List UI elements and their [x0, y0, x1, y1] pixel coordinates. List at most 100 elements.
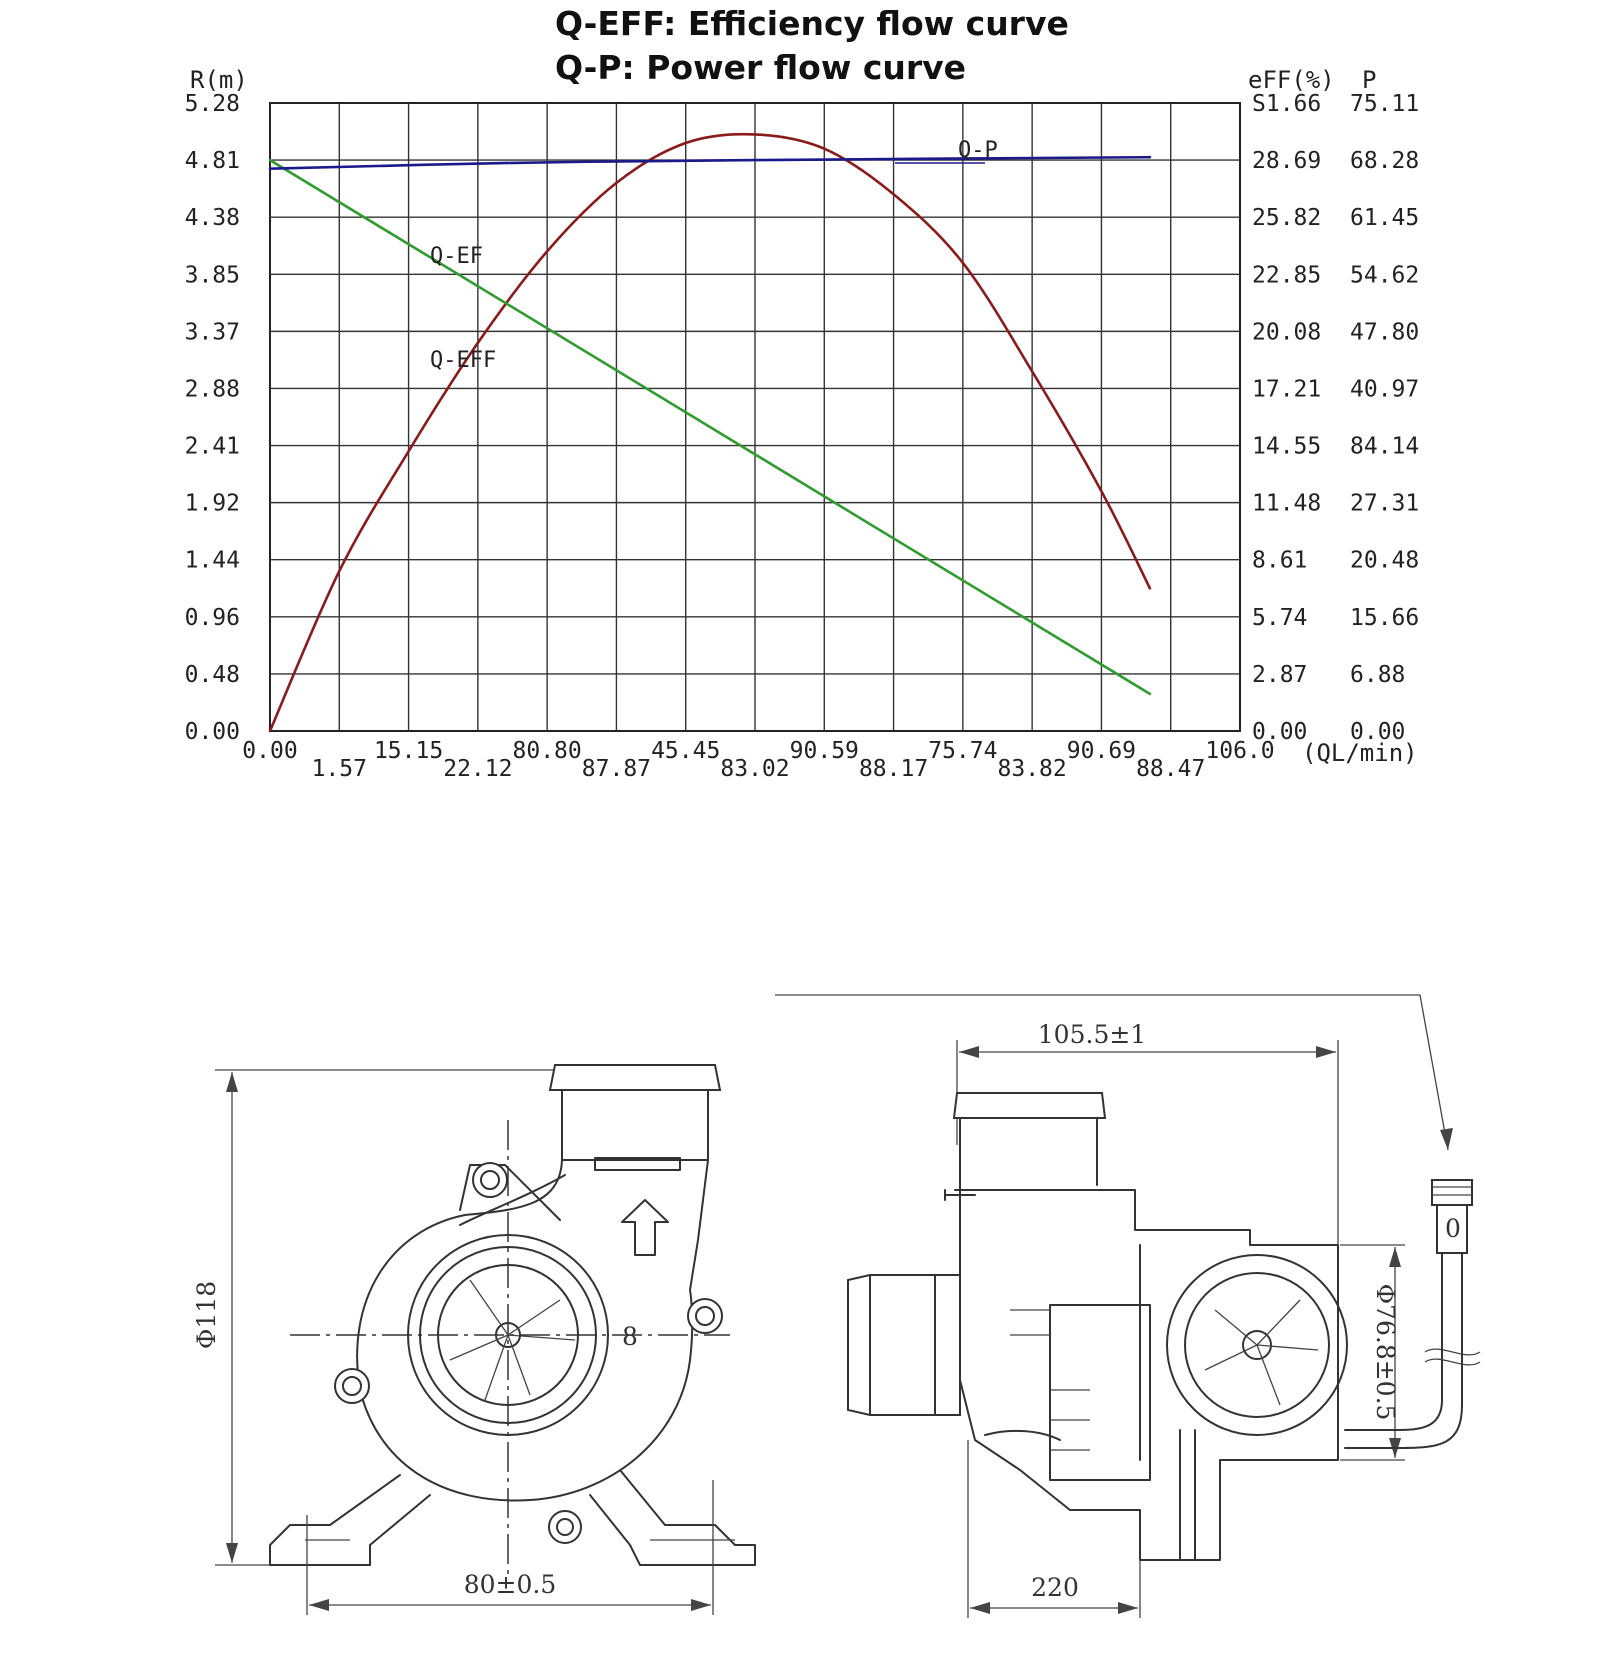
side-bottom-dim-text: 220 [1031, 1573, 1079, 1602]
right-foot [589, 1469, 756, 1566]
x-tick-label: 0.00 [242, 738, 297, 764]
volute-rib [459, 1174, 566, 1226]
pump-front-view: Φ118 8 [192, 1064, 756, 1615]
left-tick-label: 4.38 [185, 205, 240, 231]
right-tick-label-eff: 14.55 [1252, 434, 1321, 460]
side-outlet-neck [959, 1117, 1098, 1191]
connector-threads [1432, 1186, 1472, 1196]
flow-mark-text: 8 [622, 1322, 638, 1351]
screw-head [695, 1306, 715, 1326]
screw-icon [334, 1368, 370, 1404]
right-tick-label-p: 75.11 [1350, 91, 1419, 117]
screw-head [342, 1376, 362, 1396]
left-tick-label: 4.81 [185, 148, 240, 174]
left-tick-label: 3.37 [185, 319, 240, 345]
right-axis-label-eff: eFF(%) [1248, 66, 1335, 94]
series-line-q-h [268, 158, 1152, 696]
right-tick-label-eff: S1.66 [1252, 91, 1321, 117]
side-outlet-cap [952, 1092, 1107, 1119]
screw-icon [472, 1162, 508, 1198]
curve-label-q-p: Q-P [958, 138, 998, 163]
left-tick-label: 0.48 [185, 662, 240, 688]
screw-head [480, 1170, 500, 1190]
x-tick-label: 15.15 [374, 738, 443, 764]
x-tick-label: 83.82 [998, 756, 1067, 782]
x-tick-label: 90.69 [1067, 738, 1136, 764]
right-tick-label-p: 61.45 [1350, 205, 1419, 231]
impeller-blades [449, 1279, 576, 1401]
right-tick-label-eff: 0.00 [1252, 719, 1307, 745]
right-tick-label-p: 0.00 [1350, 719, 1405, 745]
side-face-ring-inner [1184, 1272, 1330, 1418]
side-lower-rib [984, 1429, 1061, 1441]
arrow-head [970, 1602, 990, 1614]
side-face-ring-outer [1166, 1254, 1348, 1436]
x-tick-label: 88.17 [859, 756, 928, 782]
left-tick-label: 0.96 [185, 605, 240, 631]
arrow-head [1118, 1602, 1138, 1614]
cable-break-marks [1424, 1348, 1481, 1366]
screw-head [556, 1518, 574, 1536]
right-tick-label-p: 54.62 [1350, 262, 1419, 288]
flow-direction-arrow-icon [621, 1199, 669, 1256]
right-tick-label-eff: 25.82 [1252, 205, 1321, 231]
right-tick-label-eff: 17.21 [1252, 376, 1321, 402]
arrow-head [1440, 1128, 1453, 1150]
left-tick-label: 3.85 [185, 262, 240, 288]
side-body-outline [954, 1189, 1339, 1561]
screw-icon [687, 1298, 723, 1334]
x-tick-label: 88.47 [1136, 756, 1205, 782]
arrow-head [309, 1599, 329, 1611]
right-tick-label-eff: 20.08 [1252, 319, 1321, 345]
connector-top [1431, 1179, 1473, 1206]
series-line-q-eff [268, 132, 1152, 733]
right-axis-label-p: P [1362, 66, 1376, 94]
x-axis-unit: (QL/min) [1302, 739, 1418, 767]
x-tick-label: 106.0 [1205, 738, 1274, 764]
x-tick-label: 45.45 [651, 738, 720, 764]
arrow-head [959, 1046, 979, 1058]
connector-sleeve [1441, 1252, 1463, 1301]
arrow-head [1389, 1247, 1401, 1267]
arrow-head [226, 1543, 238, 1563]
connector-mark-text: 0 [1445, 1214, 1461, 1243]
power-cable [1344, 1299, 1463, 1449]
curve-label-q-ef: Q-EF [430, 244, 483, 269]
x-tick-label: 1.57 [312, 756, 367, 782]
front-height-dim-text: Φ118 [192, 1281, 221, 1349]
x-tick-label: 80.80 [513, 738, 582, 764]
right-tick-label-p: 27.31 [1350, 491, 1419, 517]
chart-title-line-1: Q-EFF: Efficiency flow curve [555, 4, 1069, 43]
side-top-dim-text: 105.5±1 [1038, 1020, 1146, 1049]
right-tick-label-p: 40.97 [1350, 376, 1419, 402]
left-axis-ticks: 0.000.480.961.441.922.412.883.373.854.38… [185, 91, 240, 745]
left-tick-label: 5.28 [185, 91, 240, 117]
arrow-head [226, 1072, 238, 1092]
outlet-body [561, 1159, 709, 1291]
right-tick-label-eff: 2.87 [1252, 662, 1307, 688]
side-motor-block [1049, 1304, 1151, 1481]
outlet-cap [548, 1064, 722, 1091]
right-tick-label-eff: 22.85 [1252, 262, 1321, 288]
x-tick-label: 87.87 [582, 756, 651, 782]
series-line-q-p [268, 155, 1152, 170]
screw-icon [548, 1510, 582, 1544]
left-tick-label: 2.41 [185, 434, 240, 460]
chart-series [268, 132, 1152, 733]
right-tick-label-eff: 11.48 [1252, 491, 1321, 517]
right-tick-label-p: 68.28 [1350, 148, 1419, 174]
left-axis-label: R(m) [190, 66, 248, 94]
side-dia-dim-text: Φ76.8±0.5 [1371, 1284, 1400, 1421]
x-tick-label: 22.12 [443, 756, 512, 782]
connector-leader-line [775, 994, 1449, 1151]
side-inlet-pipe [847, 1274, 961, 1416]
right-tick-label-p: 15.66 [1350, 605, 1419, 631]
volute-outline [356, 1159, 694, 1502]
connector-body [1436, 1204, 1468, 1254]
side-foot-post [1179, 1429, 1196, 1561]
left-tick-label: 2.88 [185, 376, 240, 402]
side-motor-fins [1010, 1309, 1090, 1451]
side-face-hub [1242, 1330, 1272, 1360]
x-tick-label: 90.59 [790, 738, 859, 764]
